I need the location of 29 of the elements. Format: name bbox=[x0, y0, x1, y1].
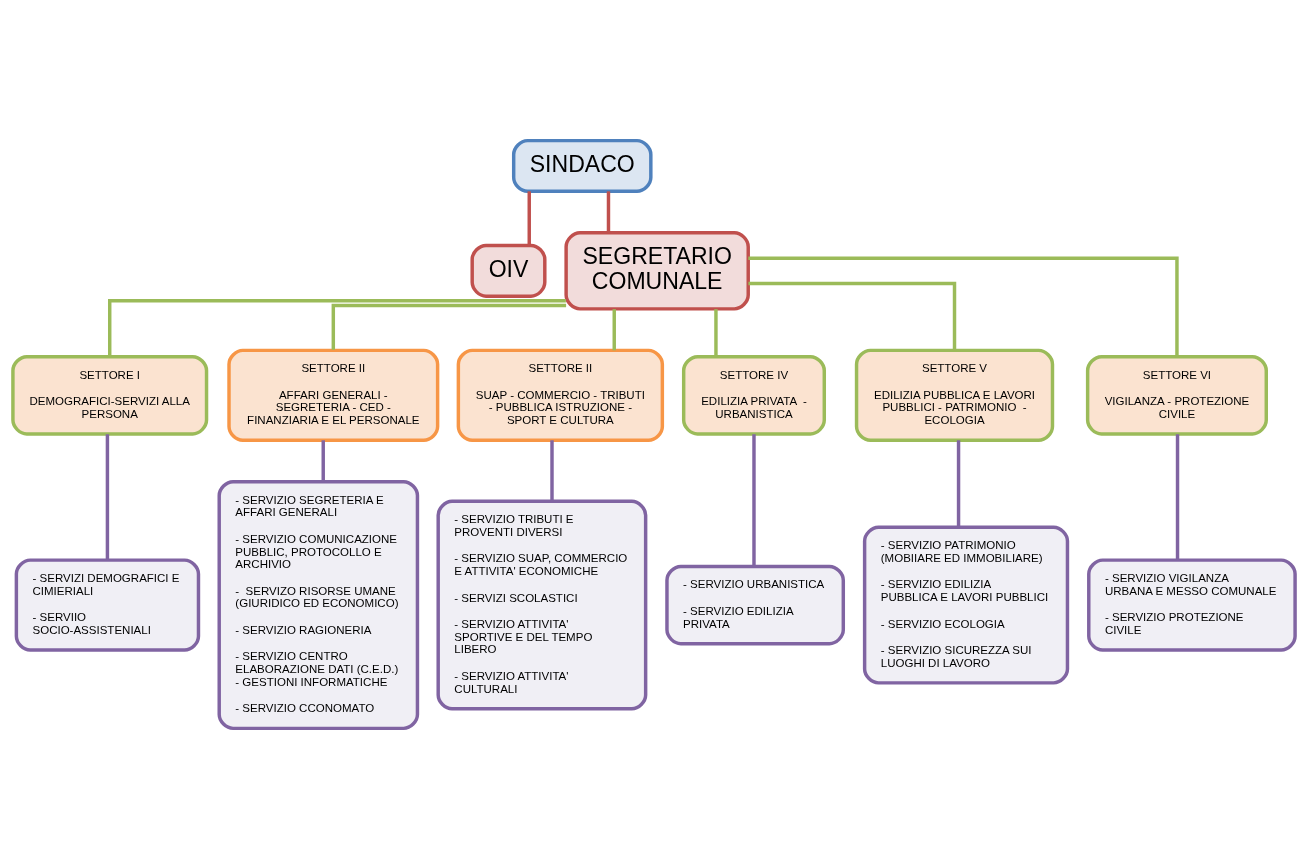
node-box: - SERVIZIO TRIBUTI E PROVENTI DIVERSI - SERVIZIO SUAP, COMMERCIO E ATTIVITA' ECONOMICHE - SERVIZI SCOLASTICI - SERVIZIO ATTIVITA' SPORTIVE E DEL TEMPO LIBERO - SERVIZIO ATTIVITA' CULTURALI bbox=[436, 499, 648, 711]
node-box: SETTORE I DEMOGRAFICI-SERVIZI ALLA PERSONA bbox=[11, 354, 209, 436]
connector bbox=[527, 190, 531, 245]
connector bbox=[331, 303, 567, 350]
connector bbox=[752, 433, 756, 566]
connector bbox=[108, 298, 566, 356]
connector bbox=[612, 308, 616, 350]
connector bbox=[321, 439, 325, 481]
node-box: - SERVIZIO PATRIMONIO (MOBIIARE ED IMMOBILIARE) - SERVIZIO EDILIZIA PUBBLICA E LAVORI PUBBLICI - SERVIZIO ECOLOGIA - SERVIZIO SICUREZZA SUI LUOGHI DI LAVORO bbox=[862, 525, 1070, 685]
node-box: OIV bbox=[470, 243, 547, 298]
node-box: - SERVIZIO URBANISTICA - SERVIZIO EDILIZIA PRIVATA bbox=[665, 564, 846, 645]
node-box: SETTORE V EDILIZIA PUBBLICA E LAVORI PUBBLICI - PATRIMONIO - ECOLOGIA bbox=[854, 348, 1055, 442]
connector bbox=[956, 439, 961, 527]
node-box: SETTORE II AFFARI GENERALI - SEGRETERIA - CED - FINANZIARIA E EL PERSONALE bbox=[227, 348, 440, 442]
connector bbox=[550, 439, 554, 501]
node-box: SETTORE IV EDILIZIA PRIVATA - URBANISTICA bbox=[681, 354, 826, 436]
node-box: SETTORE VI VIGILANZA - PROTEZIONE CIVILE bbox=[1085, 354, 1268, 436]
connector bbox=[714, 308, 718, 356]
connector bbox=[1175, 433, 1180, 560]
connector bbox=[606, 190, 611, 233]
connector bbox=[748, 281, 957, 350]
node-box: SETTORE II SUAP - COMMERCIO - TRIBUTI - PUBBLICA ISTRUZIONE - SPORT E CULTURA bbox=[456, 348, 665, 442]
connector bbox=[105, 433, 110, 560]
node-box: - SERVIZI DEMOGRAFICI E CIMIERIALI - SERVIIO SOCIO-ASSISTENIALI bbox=[14, 557, 201, 652]
node-box: - SERVIZIO SEGRETERIA E AFFARI GENERALI - SERVIZIO COMUNICAZIONE PUBBLIC, PROTOCOLLO E ARCHIVIO - SERVIZO RISORSE UMANE (GIURIDICO ED ECONOMICO) - SERVIZIO RAGIONERIA - SERVIZIO CENTRO ELABORAZIONE DATI (C.E.D.) - GESTIONI INFORMATICHE - SERVIZIO CCONOMATO bbox=[217, 479, 420, 730]
node-box: - SERVIZIO VIGILANZA URBANA E MESSO COMUNALE - SERVIZIO PROTEZIONE CIVILE bbox=[1087, 557, 1297, 652]
connector bbox=[748, 255, 1179, 356]
node-box: SEGRETARIO COMUNALE bbox=[564, 230, 750, 311]
node-box: SINDACO bbox=[511, 138, 653, 193]
